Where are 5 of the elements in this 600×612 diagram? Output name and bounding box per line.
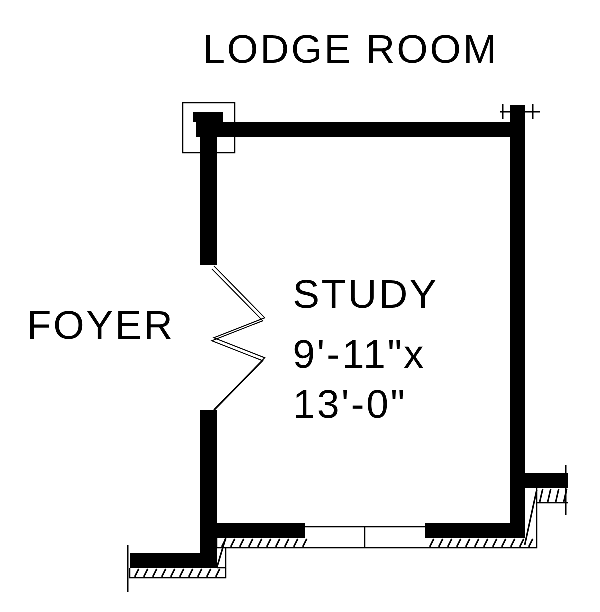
room-label: LODGE ROOM	[203, 30, 499, 70]
dimension-text: 13'-0"	[293, 385, 407, 425]
room-label: FOYER	[27, 306, 175, 346]
room-label: STUDY	[293, 275, 439, 315]
dimension-text: 9'-11"x	[293, 335, 426, 375]
